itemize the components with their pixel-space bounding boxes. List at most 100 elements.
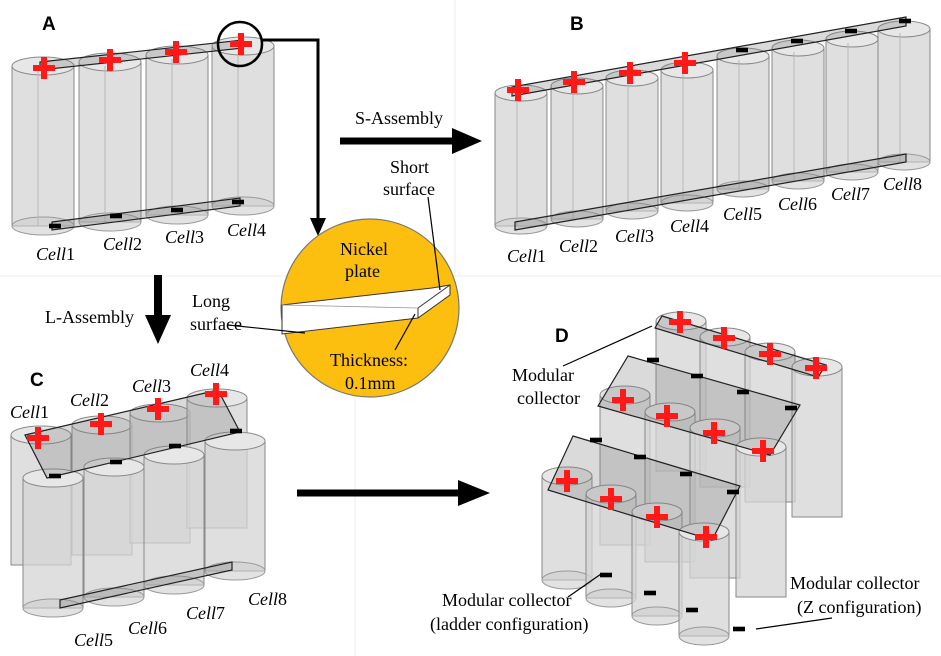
negative-terminal bbox=[171, 207, 183, 213]
negative-terminal bbox=[791, 38, 803, 44]
z-collector-label: Modular collector bbox=[790, 573, 919, 593]
negative-terminal bbox=[733, 626, 745, 632]
negative-terminal bbox=[230, 428, 242, 434]
cell-label: Cell6 bbox=[778, 194, 817, 214]
cell-b-7 bbox=[825, 30, 879, 181]
cell-d-front-3 bbox=[631, 502, 683, 626]
s-assembly-arrowhead bbox=[452, 128, 482, 154]
cell-label: Cell3 bbox=[165, 227, 204, 247]
panel-label-a: A bbox=[42, 14, 56, 35]
negative-terminal bbox=[644, 590, 656, 596]
negative-terminal bbox=[785, 405, 797, 411]
nickel-plate-strip bbox=[281, 284, 451, 335]
cell-b-2 bbox=[550, 77, 604, 228]
nickel-plate-label: Nickel bbox=[340, 239, 388, 259]
cell-c-6 bbox=[83, 457, 145, 607]
collector-bottom-b bbox=[514, 153, 907, 231]
cell-d-back-4 bbox=[791, 357, 843, 518]
cell-label: Cell7 bbox=[831, 184, 870, 204]
cell-c-5 bbox=[22, 468, 84, 618]
cell-label: Cell1 bbox=[36, 244, 75, 264]
ladder-collector-label: (ladder configuration) bbox=[430, 614, 588, 635]
l-assembly-label: L-Assembly bbox=[45, 307, 134, 327]
collector-d-middle bbox=[597, 355, 801, 456]
modular-collector-label: collector bbox=[517, 388, 580, 408]
detail-connector bbox=[262, 38, 320, 222]
cell-label: Cell8 bbox=[883, 174, 922, 194]
negative-terminal bbox=[110, 213, 122, 219]
cell-label: Cell2 bbox=[103, 234, 142, 254]
cell-c-8 bbox=[204, 431, 266, 581]
ladder-collector-pointer bbox=[567, 573, 602, 598]
cell-label: Cell2 bbox=[70, 390, 109, 410]
panel-label-b: B bbox=[570, 14, 584, 35]
negative-terminal bbox=[691, 373, 703, 379]
cell-a-4 bbox=[211, 36, 275, 216]
detail-arrowhead bbox=[310, 218, 326, 236]
cell-label: Cell2 bbox=[559, 236, 598, 256]
cell-label: Cell5 bbox=[74, 630, 113, 650]
z-collector-pointer bbox=[755, 617, 833, 630]
negative-terminal bbox=[232, 199, 244, 205]
long-surface-label: surface bbox=[190, 314, 242, 334]
negative-terminal bbox=[590, 437, 602, 443]
negative-terminal bbox=[600, 572, 612, 578]
zoom-circle bbox=[216, 20, 264, 68]
negative-terminal bbox=[737, 389, 749, 395]
cell-label: Cell1 bbox=[10, 402, 49, 422]
negative-terminal bbox=[647, 357, 659, 363]
cell-label: Cell4 bbox=[670, 216, 709, 236]
negative-terminal bbox=[736, 47, 748, 53]
thickness-value: 0.1mm bbox=[345, 373, 396, 393]
cell-label: Cell3 bbox=[132, 376, 171, 396]
cell-label: Cell6 bbox=[128, 618, 167, 638]
negative-terminal bbox=[49, 223, 61, 229]
l-assembly-arrowhead bbox=[145, 315, 171, 344]
panel-label-d: D bbox=[555, 326, 569, 347]
c-to-d-arrowhead bbox=[458, 480, 490, 506]
panel-b: B Cell1 Cell2 Cell3 Cell4 Cell5 Cell6 Ce… bbox=[494, 14, 931, 266]
negative-terminal bbox=[899, 18, 911, 24]
z-collector-label: (Z configuration) bbox=[797, 597, 921, 618]
long-surface-label: Long bbox=[192, 291, 230, 311]
short-surface-label: Short bbox=[390, 157, 429, 177]
negative-terminal bbox=[634, 454, 646, 460]
cell-a-1 bbox=[11, 56, 75, 236]
negative-terminal bbox=[169, 443, 181, 449]
panel-label-c: C bbox=[30, 370, 44, 391]
panel-a: A Cell1 Cell2 Cell3 Cell4 bbox=[11, 14, 275, 264]
cell-b-5 bbox=[716, 47, 770, 198]
cell-b-3 bbox=[605, 69, 659, 220]
cell-a-3 bbox=[145, 45, 209, 225]
negative-terminal bbox=[845, 28, 857, 34]
modular-collector-label: Modular bbox=[512, 365, 574, 385]
panel-c: C Cell1 Cell2 Cell3 Cell4 Cell5 Cell6 Ce… bbox=[10, 360, 287, 650]
cell-a-2 bbox=[78, 52, 142, 232]
thickness-pointer bbox=[394, 313, 416, 351]
cell-c-7 bbox=[143, 445, 205, 595]
ladder-collector-label: Modular collector bbox=[442, 590, 571, 610]
cell-label: Cell3 bbox=[615, 226, 654, 246]
cell-b-6 bbox=[771, 39, 825, 190]
cell-label: Cell8 bbox=[248, 589, 287, 609]
short-surface-label: surface bbox=[383, 179, 435, 199]
short-surface-pointer bbox=[427, 196, 441, 291]
modular-collector-pointer bbox=[562, 325, 653, 367]
s-assembly-label: S-Assembly bbox=[355, 108, 443, 128]
cell-label: Cell7 bbox=[186, 603, 225, 623]
cell-d-front-2 bbox=[585, 484, 637, 608]
cell-label: Cell1 bbox=[507, 246, 546, 266]
long-surface-pointer bbox=[227, 324, 306, 334]
cell-label: Cell5 bbox=[723, 204, 762, 224]
negative-terminal bbox=[49, 473, 61, 479]
negative-terminal bbox=[727, 489, 739, 495]
thickness-label: Thickness: bbox=[330, 350, 408, 370]
negative-terminal bbox=[686, 607, 698, 613]
cell-label: Cell4 bbox=[190, 360, 229, 380]
negative-terminal bbox=[110, 459, 122, 465]
cell-b-1 bbox=[494, 84, 548, 235]
cell-label: Cell4 bbox=[227, 220, 266, 240]
collector-bottom-c bbox=[59, 561, 233, 609]
nickel-plate-detail: Nickel plate Short surface Long surface … bbox=[190, 157, 460, 398]
